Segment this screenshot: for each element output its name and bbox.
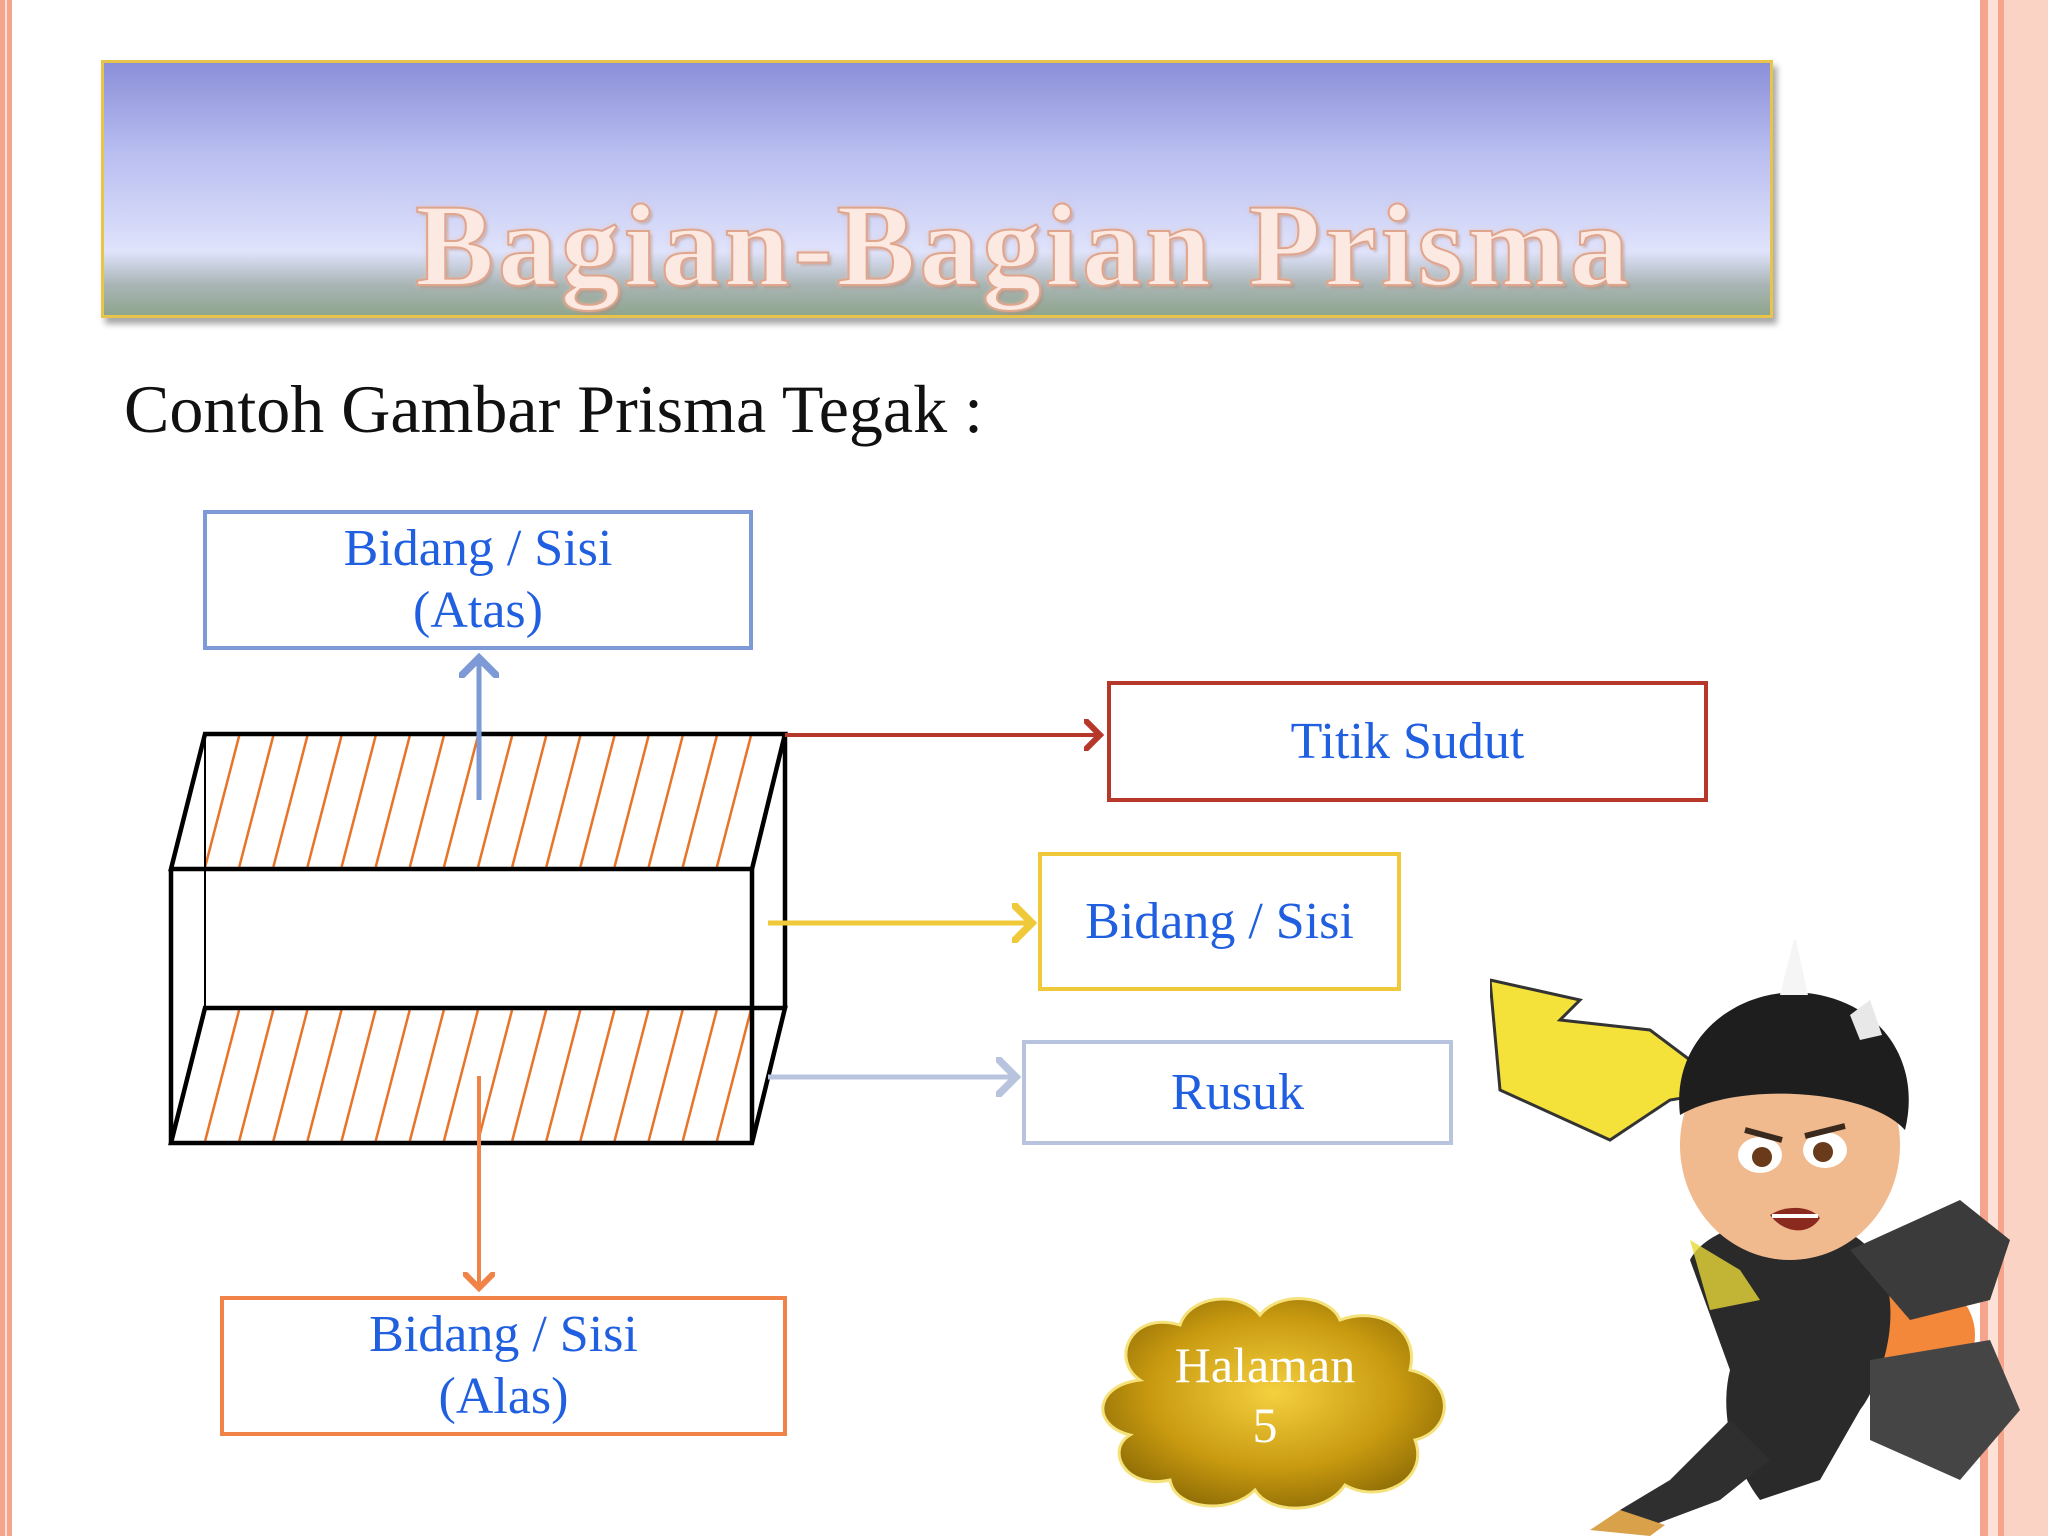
label-rusuk: Rusuk	[1022, 1040, 1453, 1145]
label-bidang-sisi-alas: Bidang / Sisi (Alas)	[220, 1296, 787, 1436]
title-banner	[101, 60, 1773, 318]
label-titik-sudut-text: Titik Sudut	[1290, 712, 1525, 770]
top-face-hatching	[203, 735, 753, 868]
hatch-line	[647, 735, 684, 868]
label-alas-line1: Bidang / Sisi	[369, 1306, 638, 1363]
label-bidang-sisi: Bidang / Sisi	[1038, 852, 1401, 991]
hatch-line	[203, 735, 241, 868]
hatch-line	[238, 735, 275, 868]
hatch-line	[408, 735, 446, 868]
page-badge-label: Halaman	[1174, 1337, 1356, 1393]
hatch-line	[238, 1009, 275, 1142]
thought-cloud-icon	[1101, 1297, 1446, 1510]
hatch-line	[442, 1009, 480, 1142]
page-title: Bagian-Bagian Prisma	[414, 179, 1633, 312]
hatch-line	[510, 735, 548, 868]
hatch-line	[613, 735, 650, 868]
hatch-line	[476, 735, 514, 868]
hatch-line	[545, 1009, 582, 1142]
hatch-line	[681, 735, 718, 868]
hatch-line	[374, 1009, 411, 1142]
hatch-line	[715, 735, 753, 868]
hatch-line	[579, 735, 616, 868]
subtitle: Contoh Gambar Prisma Tegak :	[124, 371, 983, 447]
hatch-line	[647, 1009, 684, 1142]
hatch-line	[545, 735, 582, 868]
hatch-line	[476, 1009, 514, 1142]
hatch-line	[715, 1009, 753, 1142]
character-illustration-icon	[1490, 940, 2020, 1536]
hatch-line	[408, 1009, 446, 1142]
label-atas-line1: Bidang / Sisi	[343, 520, 613, 577]
prism-edges	[168, 731, 788, 1146]
hatch-line	[374, 735, 411, 868]
hatch-line	[579, 1009, 616, 1142]
hatch-line	[306, 1009, 343, 1142]
hatch-line	[340, 1009, 377, 1142]
bottom-face-hatching	[203, 1009, 753, 1142]
label-bidang-sisi-text: Bidang / Sisi	[1085, 892, 1354, 950]
hatch-line	[272, 1009, 309, 1142]
hatch-line	[613, 1009, 650, 1142]
hatch-line	[203, 1009, 241, 1142]
hatch-line	[442, 735, 480, 868]
left-border-decoration	[0, 0, 12, 1536]
label-titik-sudut: Titik Sudut	[1107, 681, 1708, 802]
label-alas-line2: (Alas)	[438, 1368, 569, 1425]
page-badge: Halaman 5	[1120, 1335, 1410, 1455]
page-number: 5	[1252, 1397, 1278, 1453]
hatch-line	[681, 1009, 718, 1142]
label-atas-line2: (Atas)	[413, 582, 543, 639]
hatch-line	[272, 735, 309, 868]
hatch-line	[306, 735, 343, 868]
label-bidang-sisi-atas: Bidang / Sisi (Atas)	[203, 510, 753, 650]
hatch-line	[340, 735, 377, 868]
hatch-line	[510, 1009, 548, 1142]
label-rusuk-text: Rusuk	[1171, 1063, 1304, 1121]
